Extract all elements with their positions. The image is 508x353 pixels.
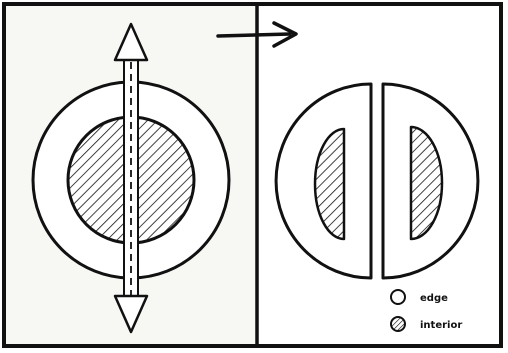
legend-edge: edge: [391, 290, 448, 304]
hatched-circle-icon: [391, 317, 405, 331]
cut-arrow-shaft: [124, 60, 138, 297]
legend-edge-label: edge: [420, 293, 448, 304]
legend-interior: interior: [391, 317, 462, 331]
open-circle-icon: [391, 290, 405, 304]
legend-interior-label: interior: [420, 320, 462, 331]
